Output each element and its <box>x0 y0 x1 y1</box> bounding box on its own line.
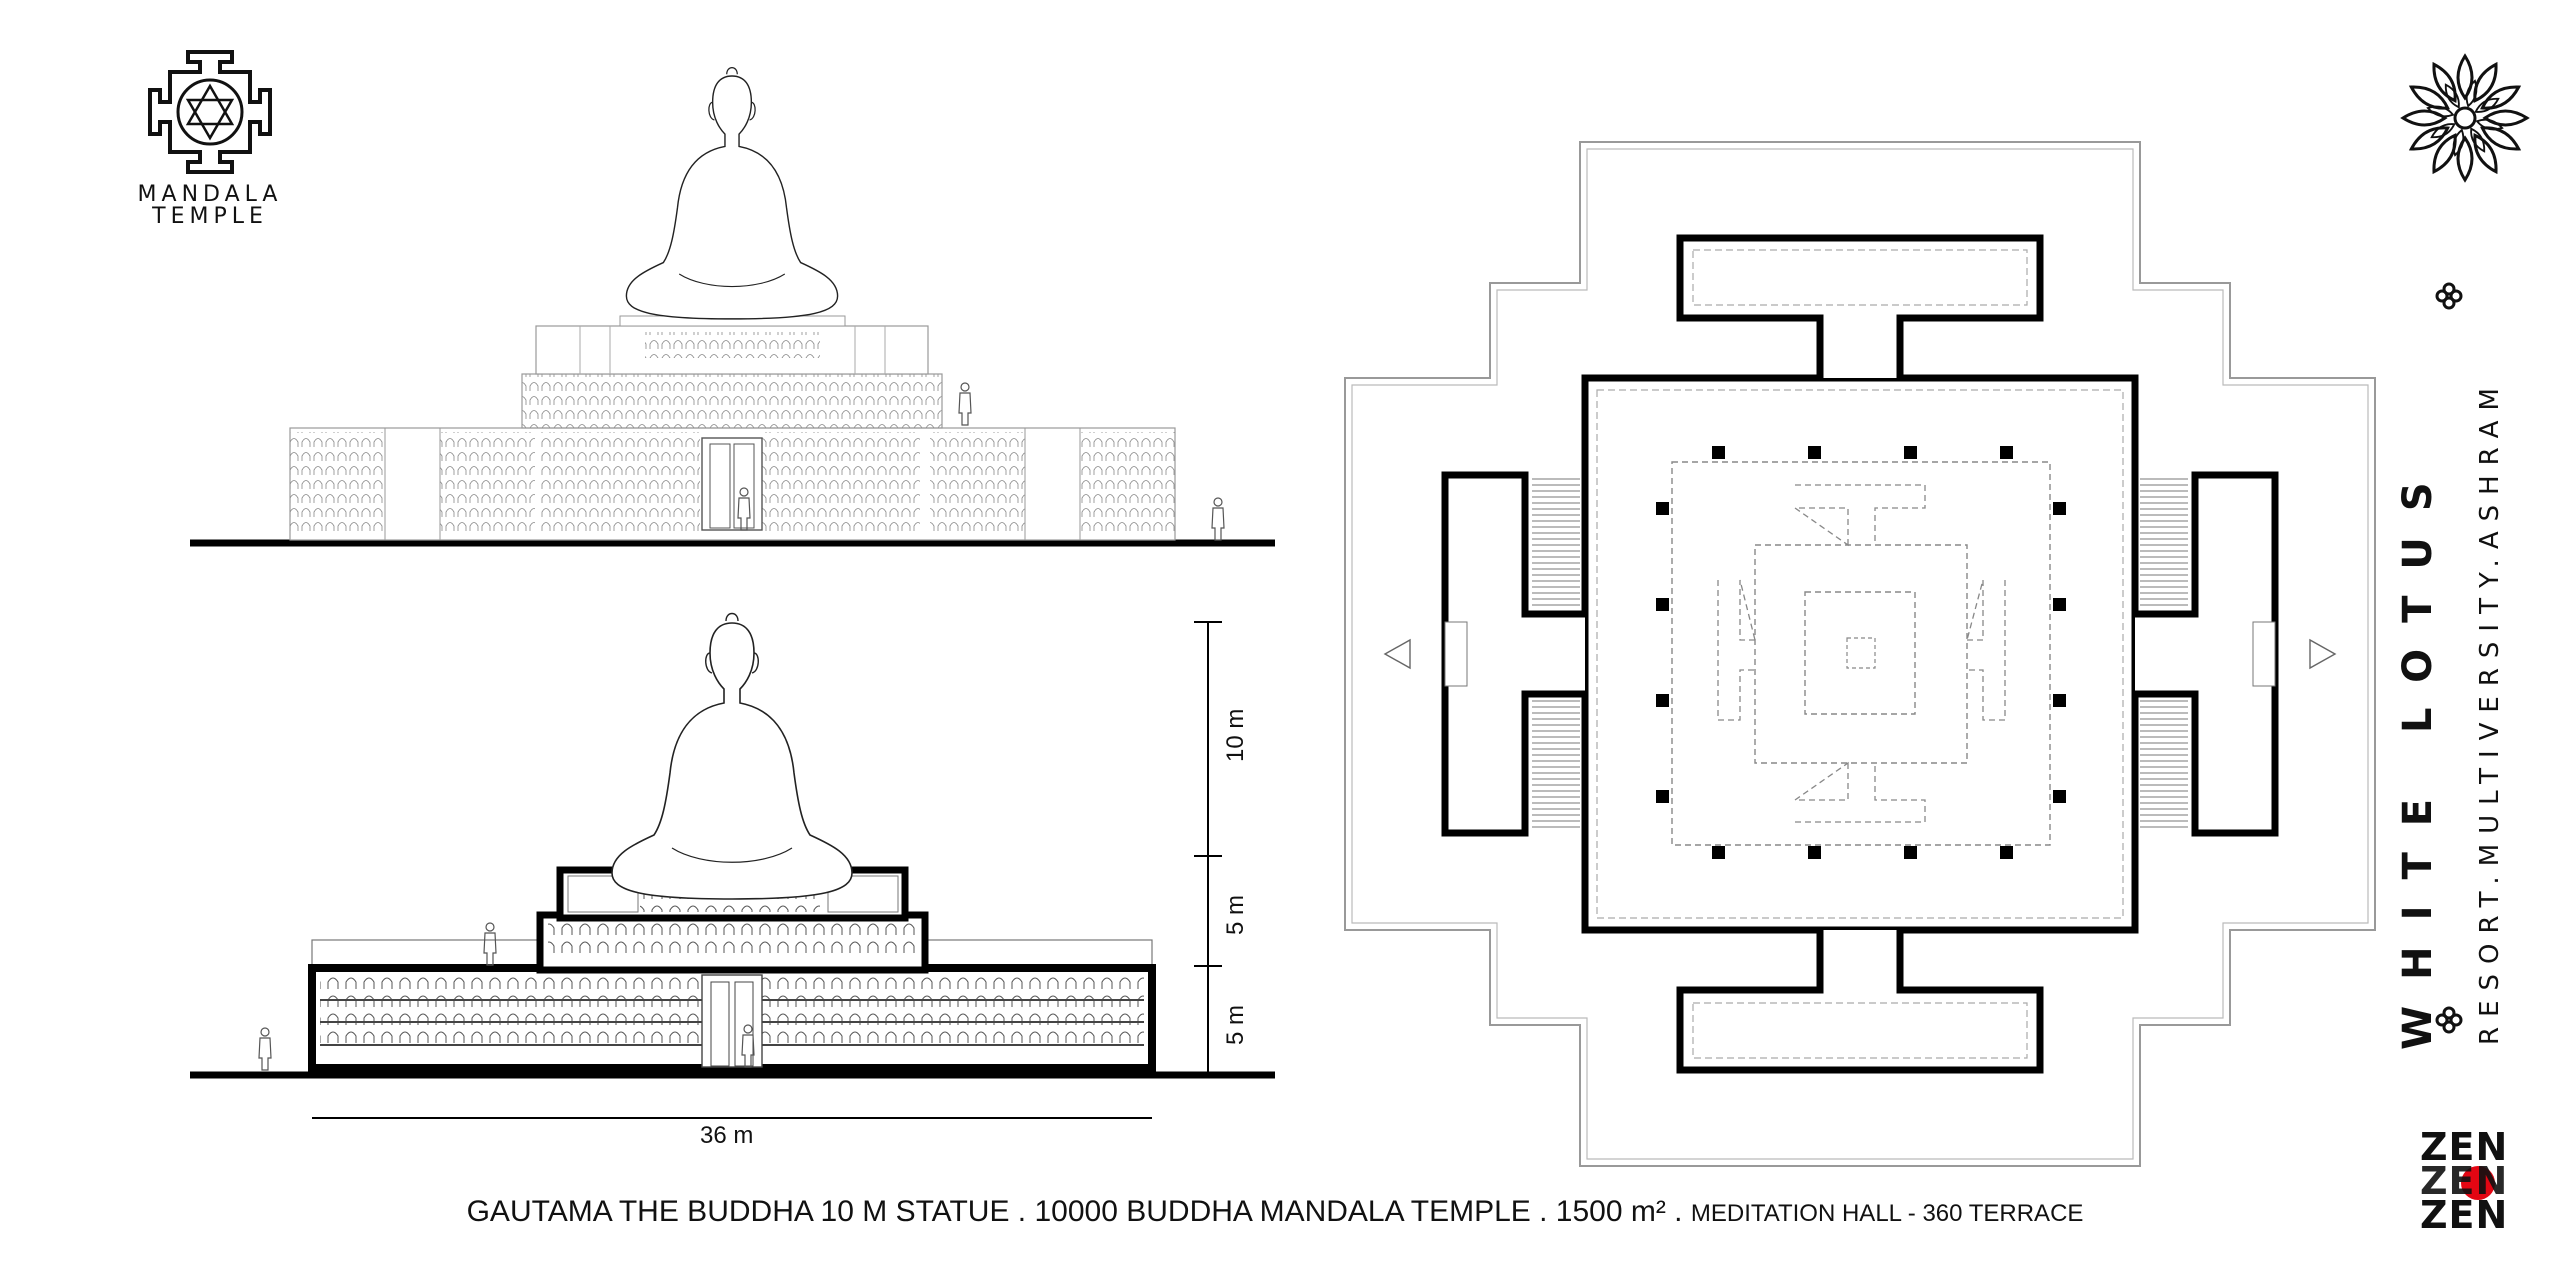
arrow-icon <box>1383 638 1411 670</box>
front-elevation <box>190 66 1275 547</box>
brand-subtitle: RESORT.MULTIVERSITY.ASHRAM <box>2475 378 2505 1045</box>
caption-main: GAUTAMA THE BUDDHA 10 M STATUE . 10000 B… <box>466 1195 1683 1228</box>
zen-bottom: ZEN <box>2420 1193 2509 1237</box>
logo-text-line2: TEMPLE <box>152 204 268 229</box>
zen-logo: ZEN ZEN ZEN <box>2420 1125 2509 1237</box>
dimension-height-upper: 5 m <box>1222 894 1249 935</box>
logo-text-line1: MANDALA <box>137 182 283 207</box>
dimension-height-lower: 5 m <box>1222 1004 1249 1045</box>
brand-title: WHITE LOTUS <box>2395 456 2441 1050</box>
drawing-caption: GAUTAMA THE BUDDHA 10 M STATUE . 10000 B… <box>0 1195 2550 1229</box>
floor-plan <box>1344 141 2376 1167</box>
buddha-statue-icon <box>625 66 839 320</box>
buddha-statue-section <box>611 612 853 900</box>
zen-red-dot <box>2461 1166 2495 1200</box>
flower-bullet-icon <box>2435 282 2463 1034</box>
mandala-logo-icon <box>148 50 272 174</box>
dimension-width: 36 m <box>700 1122 754 1149</box>
zen-middle: ZEN <box>2420 1159 2509 1203</box>
section-drawing <box>190 612 1275 1119</box>
dimension-height-statue: 10 m <box>1222 708 1249 762</box>
caption-small: MEDITATION HALL - 360 TERRACE <box>1690 1200 2084 1227</box>
zen-top: ZEN <box>2420 1125 2509 1169</box>
lotus-icon <box>2400 53 2530 183</box>
